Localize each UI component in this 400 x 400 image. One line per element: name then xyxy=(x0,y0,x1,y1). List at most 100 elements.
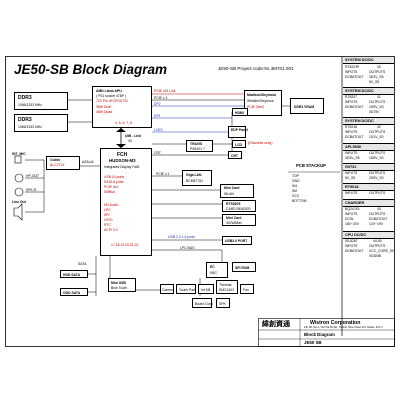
umi-arrow-up xyxy=(116,128,126,132)
power-cell: DCBATOUT xyxy=(369,217,388,221)
power-section-title: RT9018 xyxy=(345,185,359,189)
power-cell: 43 xyxy=(377,207,381,211)
codec-model: ALC271X xyxy=(50,163,65,167)
card-reader-line: RTS5209 xyxy=(226,202,241,206)
fan-block: Fan xyxy=(240,284,254,294)
edp-label: EDP Panel xyxy=(231,128,248,132)
ddr3-slot-1: DDR3 1066/1333 MHz xyxy=(14,92,68,110)
speaker-icon xyxy=(13,203,23,221)
odd-block: ODD SATA xyxy=(60,288,88,296)
board-conn-block: Board Conn xyxy=(192,298,213,308)
power-cell: OUTPUTS xyxy=(369,244,386,248)
fch-name: FCH xyxy=(117,152,128,158)
power-cell: 3D3V_S5 xyxy=(345,156,360,160)
power-section-header: CHARGER xyxy=(343,199,394,207)
ddr3-label: DDR3 xyxy=(18,117,32,123)
power-section-title: CHARGER xyxy=(345,201,365,205)
power-section-title: G9731 xyxy=(345,165,357,169)
codec-block: Codec ALC271X xyxy=(46,156,80,170)
power-section-header: SYSTEM DC/DC xyxy=(343,87,394,95)
fch-feature: SPI xyxy=(104,213,110,217)
vga-line: Whistler/Seymour xyxy=(247,99,274,103)
storage-name: SPK xyxy=(219,302,226,306)
power-cell: OUTPUTS xyxy=(369,191,386,195)
crt-label: CRT xyxy=(231,154,238,158)
card-reader-block: RTS5209 CARD READER xyxy=(222,200,256,212)
power-cell: DCBATOUT xyxy=(345,75,364,79)
lan-block: Giga LAN BCM57781 xyxy=(182,170,212,186)
cpu-block: AMD Llano APU ( FS1 socket 478P ) 722-Pi… xyxy=(92,86,152,128)
bus-lvds-label: LVDS xyxy=(154,128,163,132)
minicard-name: Mini Card xyxy=(226,216,242,220)
fch-feature: SATA 6 ports xyxy=(104,180,124,184)
pcie-lan-label: PCIE x 1 xyxy=(156,172,170,176)
power-cell: DCBATOUT xyxy=(345,135,364,139)
power-cell: ISL6267 xyxy=(345,239,358,243)
page-title: JE50-SB Block Diagram xyxy=(14,62,168,77)
translator-name: TRAVIS xyxy=(190,142,203,146)
azalia-label: AZALIA xyxy=(82,160,94,164)
power-cell: OUTPUTS xyxy=(369,151,386,155)
umi-arrow-down xyxy=(116,144,126,148)
spk-conn-block: SPK xyxy=(216,298,230,308)
power-section-header: APL5930 xyxy=(343,143,394,151)
lan-line: Giga LAN xyxy=(186,173,202,177)
wlan-line: WLAN xyxy=(224,192,234,196)
power-cell: DCBATOUT xyxy=(345,105,364,109)
power-section-title: SYSTEM DC/DC xyxy=(345,58,374,62)
power-cell: RT8223P xyxy=(345,65,360,69)
power-cell: BQ24745 xyxy=(345,207,360,211)
power-cell: 5V_S5 xyxy=(369,80,380,84)
power-cell: 40 xyxy=(377,65,381,69)
stackup-layer: TOP xyxy=(292,174,299,178)
jack-label: INT_MIC xyxy=(12,152,26,156)
power-cell: RT8207 xyxy=(345,95,358,99)
camera-block: Camera xyxy=(160,284,174,294)
stackup-layer: GND xyxy=(292,179,300,183)
fch-feature: LPC xyxy=(104,208,111,212)
power-cell: DCIN xyxy=(345,217,354,221)
umi-speed: 4X xyxy=(128,139,133,143)
power-cell: RT8218 xyxy=(345,125,358,129)
codec-name: Codec xyxy=(50,158,61,162)
fch-feature: USB 14 ports xyxy=(104,175,125,179)
project-code: JE50-SB Project code:91.4M701.001 xyxy=(218,66,294,71)
ec-name: EC xyxy=(210,265,215,269)
storage-name: Mini USB xyxy=(111,281,126,285)
mini-usb-block: Mini USB Blue Tooth xyxy=(108,278,136,292)
power-section-title: CPU DC/DC xyxy=(345,233,367,237)
stackup-layer: BOTTOM xyxy=(292,199,307,203)
power-panel: SYSTEM DC/DC RT8223P 40 INPUTS OUTPUTS D… xyxy=(343,57,394,336)
power-cell: 44,45 xyxy=(373,239,382,243)
fch-feature: RTC xyxy=(104,223,111,227)
cpu-pins: 4, 5, 6, 7, 8 xyxy=(115,121,132,125)
power-cell: OUTPUTS xyxy=(369,212,386,216)
power-cell: INPUTS xyxy=(345,70,358,74)
edp-block: EDP Panel xyxy=(228,126,248,138)
vga-name: Madison/Seymour xyxy=(247,93,277,97)
hp-jack-icon xyxy=(14,173,24,183)
fch-feature: PCIE 4x1 xyxy=(104,185,119,189)
vram-label: DDR3 VRAM xyxy=(294,105,315,109)
translator-sub: PS8101 ? xyxy=(190,147,205,151)
fch-model: HUDSON-M3 xyxy=(109,158,136,163)
power-cell: 1D1V_S0 xyxy=(369,135,384,139)
power-section-header: SYSTEM DC/DC xyxy=(343,117,394,125)
power-section-header: CPU DC/DC xyxy=(343,231,394,239)
title-block-frame xyxy=(258,318,395,347)
power-cell: VDDNB xyxy=(369,254,381,258)
power-section-header: SYSTEM DC/DC xyxy=(343,57,394,64)
ec-device-name: Touch Pad xyxy=(179,288,196,292)
bus-dp-label: DP2 xyxy=(154,102,161,106)
jack-label: SPK-R xyxy=(26,188,37,192)
fch-feature: ACPI 3.0 xyxy=(104,228,118,232)
usb-ports-label: USB 2.0 x 4 ports xyxy=(168,235,195,239)
company-address: 21F, 88, Sec.1, Hsin Tai Wu Rd., Hsichih… xyxy=(304,326,384,329)
power-cell: VCC_CORE_S0 xyxy=(369,249,394,253)
bus-pcie-x16-label: PCIE x16 Link xyxy=(154,89,176,93)
vga-block: Madison/Seymour Whistler/Seymour PCIE Ge… xyxy=(244,90,282,116)
card-reader-line: CARD READER xyxy=(226,207,251,211)
discrete-only-note: (Discrete only) xyxy=(248,141,273,145)
fch-feature: HD Audio xyxy=(104,203,119,207)
